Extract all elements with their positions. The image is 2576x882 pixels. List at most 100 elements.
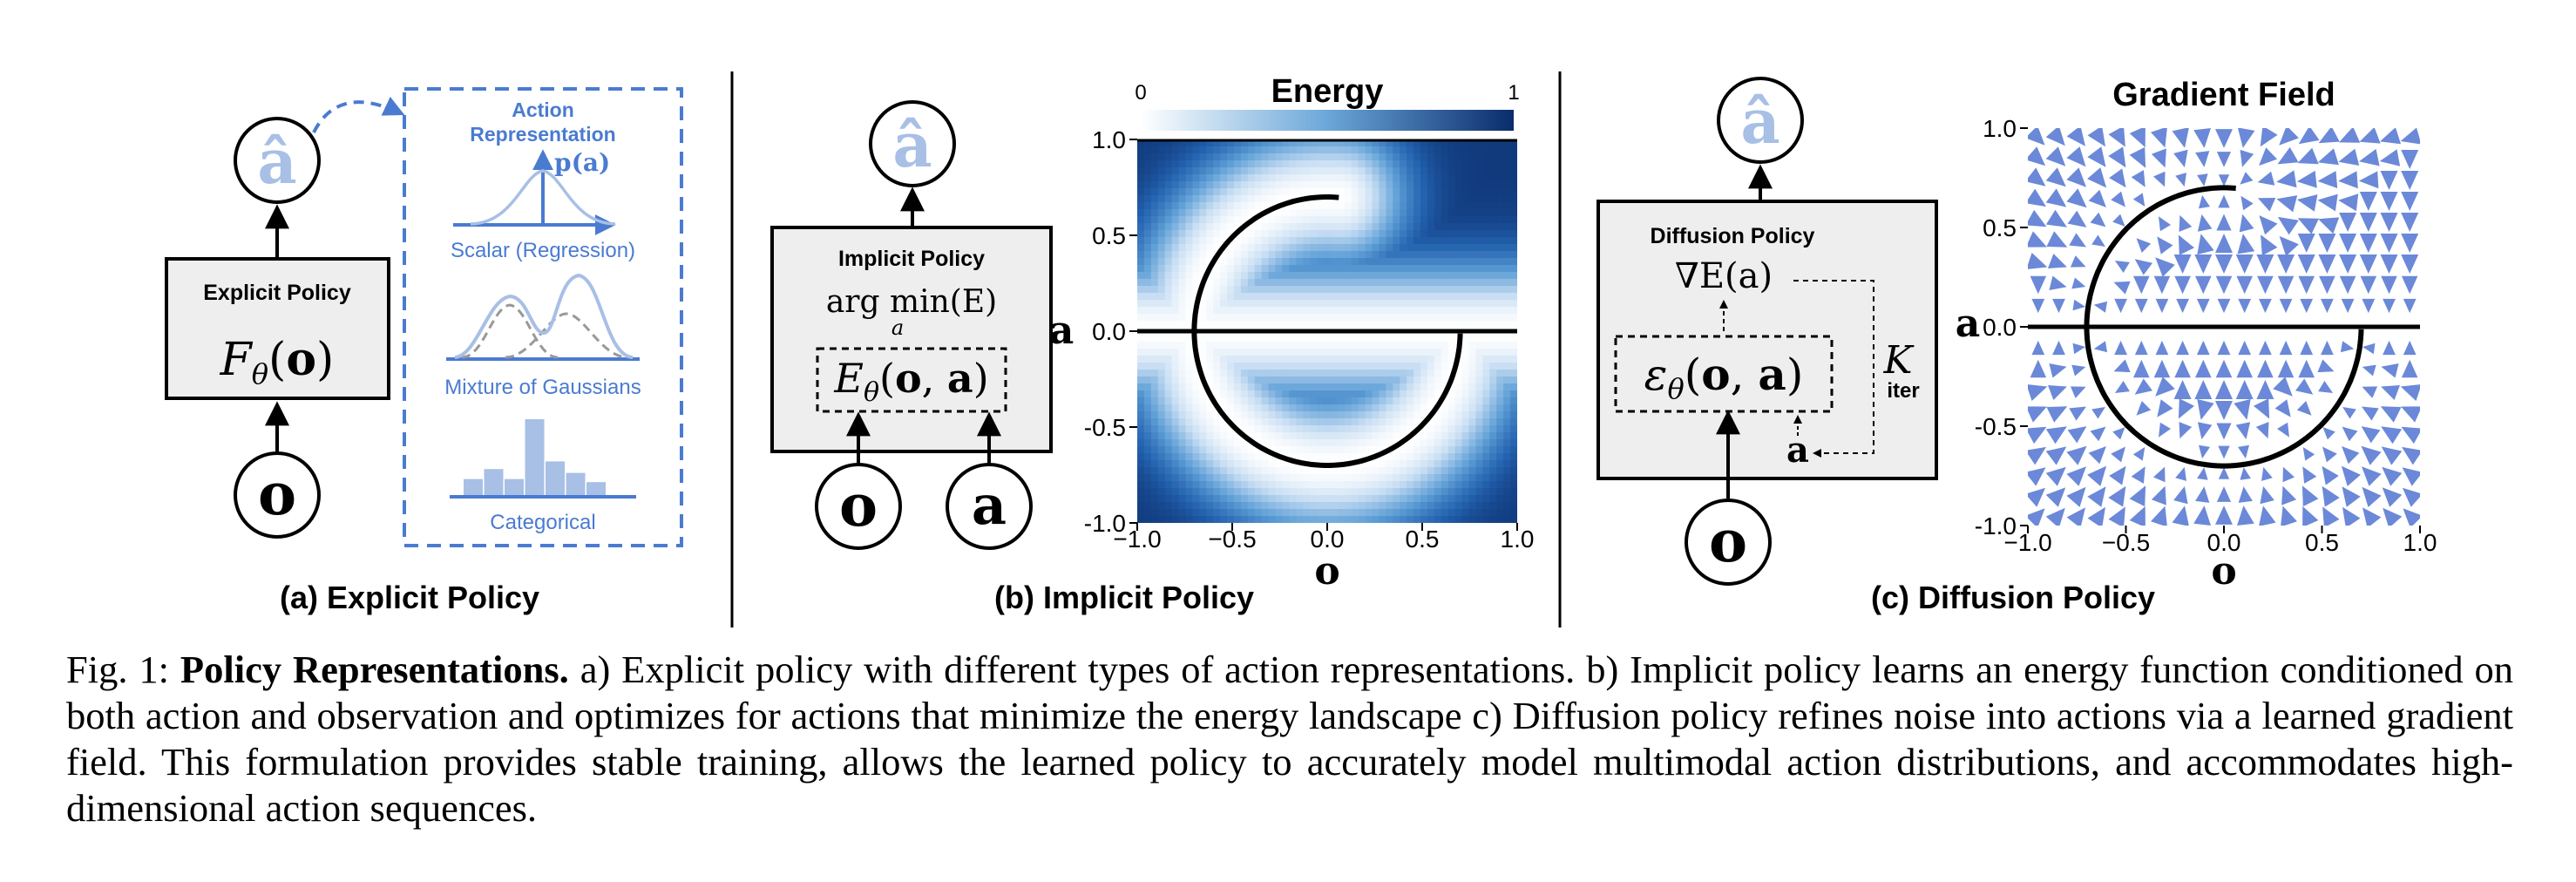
heatmap-cell [1461,516,1470,523]
heatmap-cell [1213,425,1221,433]
heatmap-cell [1261,286,1270,294]
heatmap-cell [1324,209,1332,217]
heatmap-cell [1330,397,1339,405]
heatmap-cell [1185,244,1194,252]
heatmap-cell [1157,335,1166,343]
heatmap-cell [1393,397,1400,405]
heatmap-cell [1220,188,1228,196]
heatmap-cell [1296,370,1304,377]
heatmap-cell [1303,321,1311,329]
heatmap-cell [1185,377,1194,384]
gradient-arrow [2277,359,2295,378]
heatmap-cell [1282,258,1290,266]
heatmap-cell [1303,174,1311,182]
heatmap-cell [1275,390,1284,398]
heatmap-cell [1447,425,1456,433]
heatmap-cell [1344,495,1352,503]
heatmap-cell [1351,411,1359,419]
heatmap-cell [1468,363,1477,370]
heatmap-cell [1220,474,1228,482]
heatmap-cell [1358,467,1366,475]
heatmap-cell [1427,195,1435,203]
heatmap-cell [1296,223,1304,231]
heatmap-cell [1192,481,1200,489]
heatmap-cell [1282,481,1290,489]
heatmap-cell [1137,167,1145,175]
heatmap-cell [1482,188,1490,196]
heatmap-cell [1447,286,1456,294]
heatmap-cell [1150,383,1159,391]
heatmap-cell [1496,146,1504,154]
heatmap-cell [1461,502,1470,510]
gradient-arrow [2157,399,2173,417]
heatmap-cell [1317,502,1325,510]
gradient-arrow [2358,171,2379,189]
heatmap-cell [1324,160,1332,168]
heatmap-cell [1365,502,1373,510]
heatmap-cell [1185,293,1194,301]
heatmap-cell [1337,216,1346,224]
heatmap-cell [1447,244,1456,252]
heatmap-cell [1434,209,1442,217]
heatmap-cell [1379,467,1386,475]
heatmap-cell [1379,202,1386,210]
gradient-arrow [2028,384,2048,401]
heatmap-cell [1400,300,1407,308]
heatmap-cell [1296,516,1304,523]
heatmap-cell [1372,237,1380,245]
heatmap-cell [1427,502,1435,510]
heatmap-cell [1393,390,1400,398]
gradient-arrow [2317,148,2339,166]
heatmap-cell [1317,209,1325,217]
heatmap-cell [1413,516,1421,523]
heatmap-cell [1240,370,1249,377]
heatmap-cell [1227,377,1235,384]
gradient-arrow [2216,152,2232,167]
heatmap-cell [1386,383,1393,391]
heatmap-cell [1503,265,1511,273]
gradient-arrow [2218,445,2230,459]
heatmap-cell [1420,335,1428,343]
heatmap-cell [1441,160,1449,168]
categorical-label: Categorical [490,511,595,534]
heatmap-cell [1461,446,1470,454]
heatmap-cell [1192,516,1200,523]
heatmap-cell [1268,509,1277,517]
heatmap-cell [1496,453,1504,461]
heatmap-cell [1461,390,1470,398]
heatmap-cell [1324,335,1332,343]
heatmap-cell [1413,502,1421,510]
heatmap-cell [1400,446,1407,454]
heatmap-cell [1447,516,1456,523]
heatmap-cell [1468,181,1477,189]
heatmap-cell [1379,474,1386,482]
heatmap-cell [1178,418,1187,426]
heatmap-cell [1164,160,1173,168]
heatmap-cell [1199,300,1207,308]
heatmap-cell [1503,279,1511,287]
heatmap-cell [1206,251,1214,259]
heatmap-cell [1240,453,1249,461]
heatmap-cell [1427,363,1435,370]
heatmap-cell [1454,418,1463,426]
gradient-arrow [2109,465,2126,485]
heatmap-cell [1206,335,1214,343]
heatmap-cell [1275,397,1284,405]
heatmap-cell [1220,216,1228,224]
categorical-bar [586,482,606,496]
heatmap-cell [1386,272,1393,280]
gradient-arrow [2134,259,2152,275]
heatmap-cell [1137,160,1145,168]
heatmap-cell [1268,307,1277,315]
heatmap-cell [1454,363,1463,370]
heatmap-cell [1400,377,1407,384]
heatmap-cell [1303,383,1311,391]
heatmap-cell [1372,383,1380,391]
heatmap-cell [1461,244,1470,252]
heatmap-cell [1289,446,1297,454]
gradient-arrow [2359,148,2380,166]
heatmap-cell [1400,460,1407,468]
gradient-arrow [2028,209,2047,227]
heatmap-cell [1496,335,1504,343]
heatmap-cell [1268,418,1277,426]
